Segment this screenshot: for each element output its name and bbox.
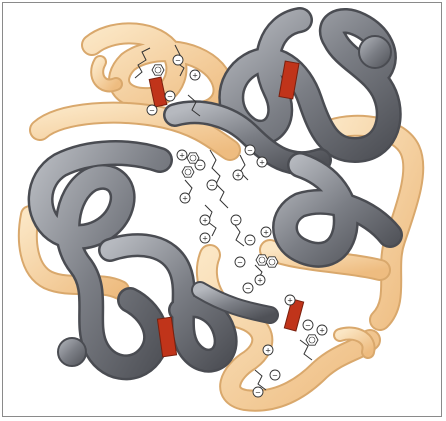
- positive-charge-label: +: [202, 235, 208, 243]
- aromatic-ring: [187, 153, 199, 163]
- positive-charge-label: +: [257, 277, 263, 285]
- positive-charge-label: +: [259, 159, 265, 167]
- positive-charge-label: +: [265, 347, 271, 355]
- negative-charge-label: −: [305, 322, 311, 330]
- positive-charge-label: +: [179, 152, 185, 160]
- aromatic-ring: [256, 255, 268, 265]
- negative-charge-label: −: [245, 285, 251, 293]
- positive-charge-label: +: [182, 195, 188, 203]
- aromatic-ring: [182, 167, 194, 177]
- negative-charge-label: −: [255, 389, 261, 397]
- negative-charge-label: −: [272, 372, 278, 380]
- negative-charge-label: −: [233, 217, 239, 225]
- negative-charge-label: −: [209, 182, 215, 190]
- negative-charge-label: −: [175, 57, 181, 65]
- tan-chain-top: [40, 33, 230, 150]
- positive-charge-label: +: [235, 172, 241, 180]
- negative-charge-label: −: [237, 259, 243, 267]
- aromatic-ring: [306, 335, 318, 345]
- negative-charge-label: −: [247, 237, 253, 245]
- positive-charge-label: +: [192, 72, 198, 80]
- aromatic-ring: [266, 257, 278, 267]
- negative-charge-label: −: [149, 107, 155, 115]
- aromatic-ring: [152, 65, 164, 75]
- negative-charge-label: −: [247, 147, 253, 155]
- negative-charge-label: −: [197, 162, 203, 170]
- positive-charge-label: +: [287, 297, 293, 305]
- negative-charge-label: −: [167, 93, 173, 101]
- positive-charge-label: +: [263, 229, 269, 237]
- positive-charge-label: +: [202, 217, 208, 225]
- positive-charge-label: +: [319, 327, 325, 335]
